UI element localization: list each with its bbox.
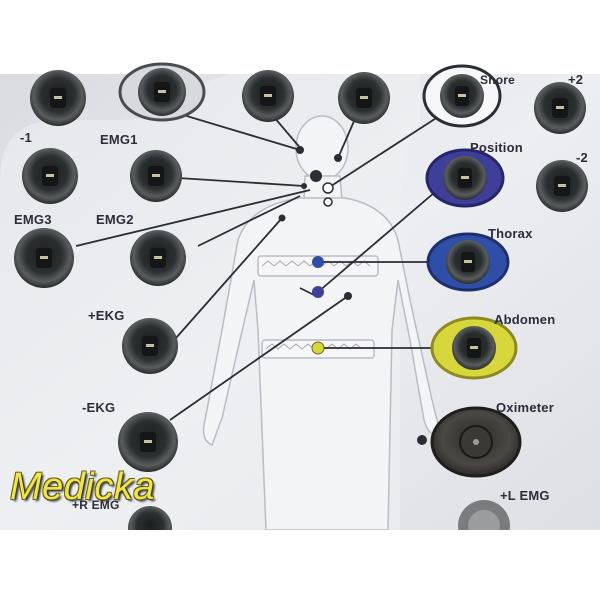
- watermark-logo: Medicka: [10, 466, 155, 508]
- snore-label: Snore: [480, 73, 516, 87]
- oximeter-label: Oximeter: [496, 400, 554, 415]
- body-diagram: [202, 115, 441, 531]
- plus-r-emg-label: +R EMG: [72, 498, 120, 512]
- minus-ekg-label: -EKG: [82, 400, 116, 415]
- emg3-label: EMG3: [14, 212, 52, 227]
- emg1-label: EMG1: [100, 132, 138, 147]
- abdomen-label: Abdomen: [494, 312, 556, 327]
- minus2-label: -2: [576, 150, 588, 165]
- thorax-label: Thorax: [488, 226, 533, 241]
- lead-lines: [75, 103, 459, 421]
- minus1-label: -1: [20, 130, 32, 145]
- emg2-label: EMG2: [96, 212, 134, 227]
- electrode-dots: [278, 146, 427, 445]
- position-label: Position: [470, 140, 523, 155]
- plus-ekg-label: +EKG: [88, 308, 125, 323]
- plus-l-emg-label: +L EMG: [500, 488, 550, 503]
- plus2-label: +2: [568, 72, 584, 87]
